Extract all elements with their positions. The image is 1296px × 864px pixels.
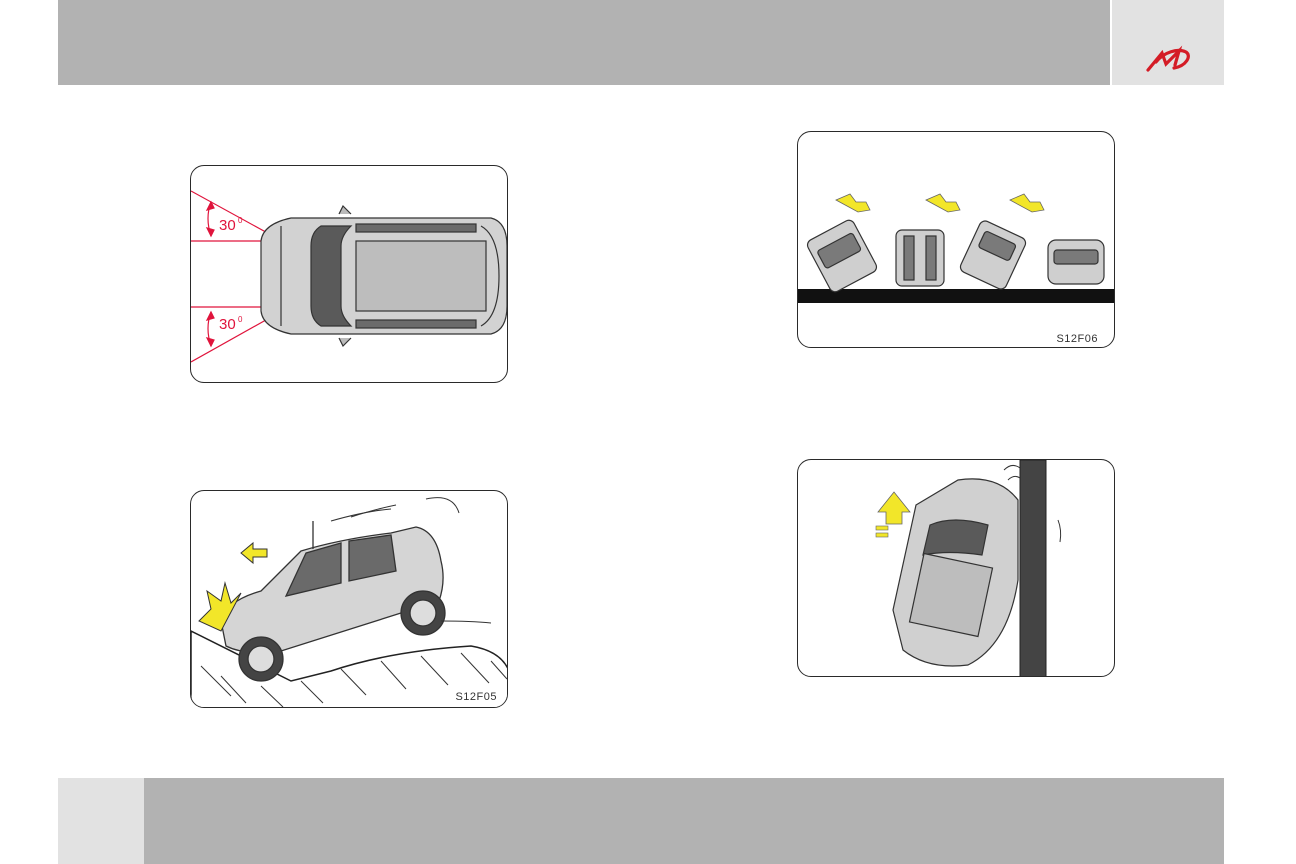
- footer-page-box: [58, 778, 144, 864]
- figure-frontal-impact: S12F05: [190, 490, 508, 708]
- ground-bar: [798, 289, 1115, 303]
- yellow-arrow-icon: [878, 492, 910, 524]
- motion-arrows-icon: [836, 194, 1044, 212]
- footer-band: [144, 778, 1224, 864]
- angle-unit-bottom: 0: [238, 315, 243, 324]
- angle-unit-top: 0: [238, 216, 243, 225]
- figure-side-impact: [797, 459, 1115, 677]
- figure-code: S12F05: [455, 691, 497, 703]
- figure-sideslope-angle: 30 0 30 0: [190, 165, 508, 383]
- angle-label-bottom: 30: [219, 316, 236, 333]
- yellow-arrow-icon: [241, 543, 267, 563]
- figure-rollover: S12F06: [797, 131, 1115, 348]
- header-logo-box: [1112, 0, 1224, 85]
- car-top-view: [261, 206, 507, 346]
- car-top-view-angled: [893, 479, 1018, 666]
- angle-label-top: 30: [219, 217, 236, 234]
- header-band: [58, 0, 1110, 85]
- wall-post: [1020, 460, 1046, 677]
- mahindra-logo-icon: [1112, 0, 1224, 85]
- figure-code: S12F06: [1056, 333, 1098, 345]
